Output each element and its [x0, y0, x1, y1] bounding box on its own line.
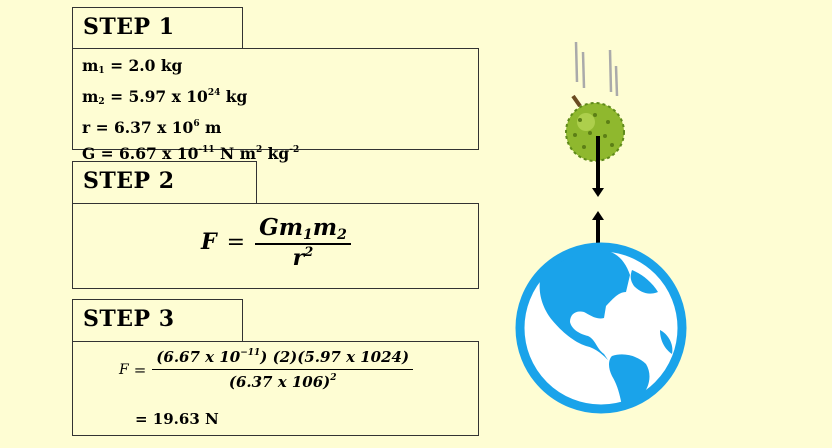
g-unit-exp2: 2: [256, 145, 263, 155]
given-values-panel: m1 = 2.0 kg m2 = 5.97 x 1024 kg r = 6.37…: [72, 48, 479, 163]
formula-fraction: Gm1m2 r2: [255, 214, 351, 271]
g-exponent: -11: [198, 145, 215, 155]
calculation-panel: F = (6.67 x 10−11) (2)(5.97 x 1024) (6.3…: [72, 341, 479, 436]
calc-denominator: (6.37 x 106)2: [229, 370, 337, 391]
gravity-illustration: [515, 41, 687, 414]
step3-label: STEP 3: [83, 306, 175, 332]
m1-symbol: m: [82, 56, 99, 75]
g-value: G = 6.67 x 10: [82, 144, 199, 163]
given-r: r = 6.37 x 106 m: [82, 113, 478, 139]
den-exp: 2: [304, 244, 314, 260]
step1-label: STEP 1: [83, 14, 175, 40]
formula-panel: F = Gm1m2 r2: [72, 203, 479, 289]
calc-fraction-bar: [152, 369, 414, 370]
given-m1: m1 = 2.0 kg: [82, 55, 478, 82]
formula-denominator: r2: [293, 245, 314, 271]
m2-exponent: 24: [207, 88, 221, 98]
num-m: m: [312, 214, 338, 241]
m1-value: = 2.0 kg: [104, 56, 183, 75]
step2-heading: STEP 2: [72, 161, 257, 204]
step2-label: STEP 2: [83, 168, 175, 194]
formula-lhs: F: [201, 229, 217, 256]
calc-result: = 19.63 N: [135, 410, 219, 428]
calc-den-exp: 2: [330, 373, 337, 383]
arrow-down-icon: [592, 136, 604, 197]
calc-numerator: (6.67 x 10−11) (2)(5.97 x 1024): [152, 348, 413, 369]
num-gm: Gm: [259, 214, 304, 241]
m2-value: = 5.97 x 10: [104, 87, 208, 106]
calc-fraction: (6.67 x 10−11) (2)(5.97 x 1024) (6.37 x …: [152, 348, 414, 391]
calc-equals: =: [133, 360, 147, 379]
calc-num-b: ) (2)(5.97 x 1024): [260, 348, 410, 366]
calc-den-base: (6.37 x 106): [228, 373, 331, 391]
step3-heading: STEP 3: [72, 299, 243, 342]
g-unit-exp3: -2: [289, 145, 300, 155]
gravity-formula: F = Gm1m2 r2: [201, 214, 351, 271]
den-r: r: [292, 244, 305, 271]
g-unit-nm: N m: [214, 144, 257, 163]
num-sub1: 1: [303, 227, 313, 243]
formula-fraction-bar: [255, 243, 351, 245]
r-exponent: 6: [193, 119, 200, 129]
calc-lhs: F: [119, 361, 129, 378]
formula-equals: =: [226, 229, 246, 255]
r-unit: m: [199, 118, 222, 137]
earth-globe-icon: [515, 242, 687, 414]
m2-symbol: m: [82, 87, 99, 106]
g-unit-kg: kg: [262, 144, 290, 163]
m2-subscript: 2: [98, 97, 105, 107]
formula-numerator: Gm1m2: [255, 214, 351, 243]
substitution-formula: F = (6.67 x 10−11) (2)(5.97 x 1024) (6.3…: [119, 348, 414, 391]
calc-num-a: (6.67 x 10: [156, 348, 241, 366]
m1-subscript: 1: [98, 66, 105, 76]
motion-lines: [574, 41, 619, 97]
durian-icon: [565, 94, 625, 162]
m2-unit: kg: [220, 87, 248, 106]
given-m2: m2 = 5.97 x 1024 kg: [82, 82, 478, 113]
num-sub2: 2: [337, 227, 347, 243]
given-g: G = 6.67 x 10-11 N m2 kg-2: [82, 139, 478, 165]
r-value: r = 6.37 x 10: [82, 118, 194, 137]
step1-heading: STEP 1: [72, 7, 243, 49]
calc-num-exp: −11: [240, 348, 261, 358]
